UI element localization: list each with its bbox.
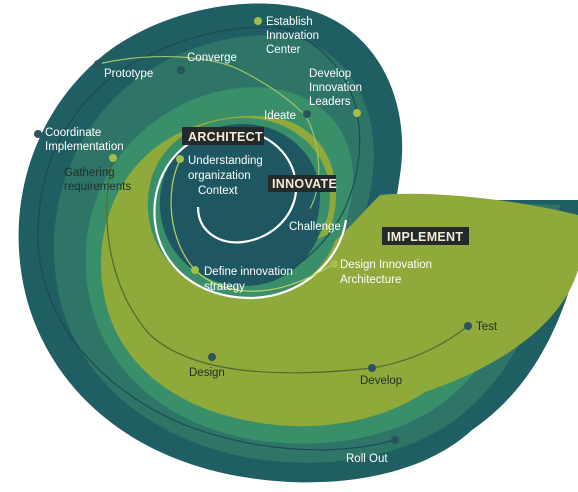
middle-track-line [97,56,320,213]
label-develop-leaders-line2: Innovation [309,82,362,94]
dot-establish [254,17,262,25]
implement-track-line [106,157,469,374]
architect-label: ARCHITECT [188,130,263,144]
dot-design [208,353,216,361]
label-design-architecture-line2: Architecture [340,274,401,286]
dot-converge [177,66,185,74]
dot-ideate [303,110,311,118]
label-develop-leaders-line3: Leaders [309,96,351,108]
dot-develop [368,364,376,372]
implement-label: IMPLEMENT [387,230,463,244]
label-coordinate-line2: Implementation [45,141,124,153]
label-converge: Converge [187,52,237,64]
label-test: Test [476,321,498,333]
innovate-box [268,175,336,192]
innovate-label: INNOVATE [272,177,337,191]
label-understanding: Understanding organization Context [188,155,266,197]
label-ideate: Ideate [264,110,296,122]
dot-coordinate [34,130,42,138]
label-coordinate-line1: Coordinate [45,127,101,139]
implement-box [382,227,469,245]
label-establish-line3: Center [266,44,301,56]
dot-understanding [176,155,184,163]
dot-design-architecture [330,260,338,268]
dot-gathering [109,154,117,162]
label-roll-out: Roll Out [346,453,388,465]
dot-develop-leaders [353,109,361,117]
label-develop-leaders-line1: Develop [309,68,351,80]
label-gathering-line1: Gathering [64,167,115,179]
architect-box [182,127,264,145]
outer-track-line [37,26,396,451]
dot-prototype [94,60,102,68]
label-establish-line2: Innovation [266,30,319,42]
label-develop-leaders: Develop Innovation Leaders [309,68,365,108]
label-establish-line1: Establish [266,16,313,28]
label-prototype: Prototype [104,68,153,80]
label-understanding-line2: organization [188,170,251,182]
innovate-track-line [257,21,361,273]
dot-roll-out [391,436,399,444]
label-define-strategy-line2: strategy [204,281,245,293]
label-define-strategy: Define innovation strategy [204,266,296,293]
dot-test [464,322,472,330]
label-design-architecture-line1: Design Innovation [340,259,432,271]
label-design-architecture: Design Innovation Architecture [340,259,435,286]
dot-challenge [304,208,312,216]
label-coordinate: Coordinate Implementation [45,127,124,153]
label-establish: Establish Innovation Center [266,16,322,56]
label-understanding-line3: Context [198,185,238,197]
label-design: Design [189,367,225,379]
label-challenge: Challenge [289,221,341,233]
label-define-strategy-line1: Define innovation [204,266,293,278]
label-develop: Develop [360,375,402,387]
label-understanding-line1: Understanding [188,155,263,167]
dot-define-strategy [191,266,199,274]
center-disc [159,124,322,286]
label-gathering-line2: requirements [64,181,131,193]
label-gathering: Gathering requirements [64,167,131,193]
